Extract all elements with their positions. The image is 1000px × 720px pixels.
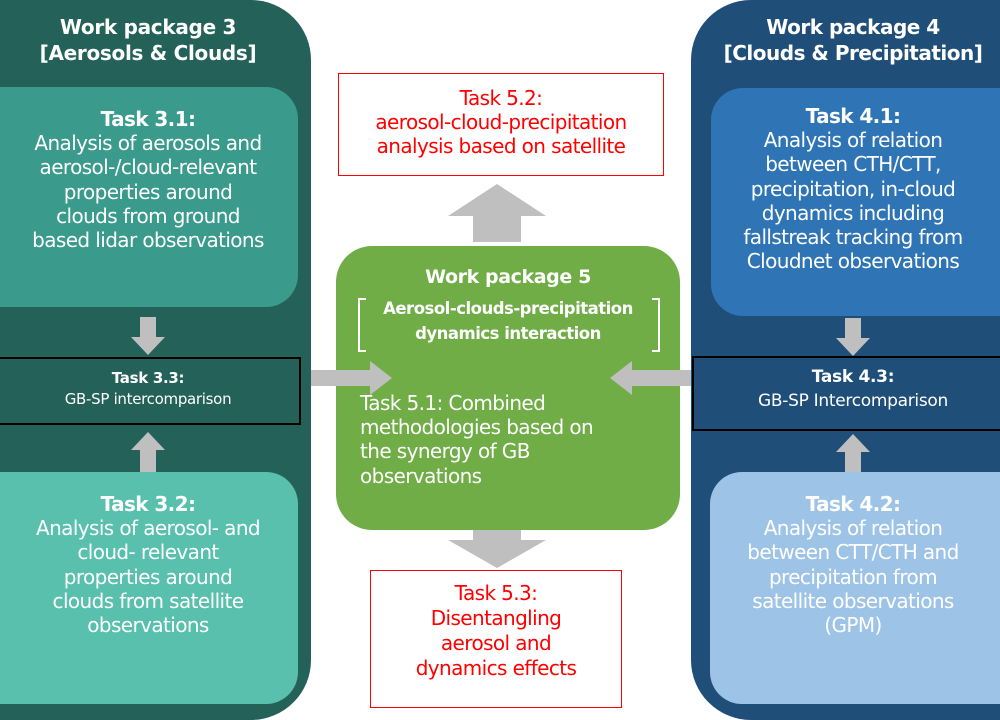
task-3-2-line: observations bbox=[87, 612, 209, 637]
task-3-2-line: clouds from satellite bbox=[52, 588, 244, 613]
arrow-up-4-2-to-4-3 bbox=[836, 434, 870, 474]
task-5-2-line: aerosol-cloud-precipitation bbox=[375, 110, 627, 135]
work-package-5-box bbox=[336, 246, 680, 530]
task-4-2-line: between CTT/CTH and bbox=[747, 540, 959, 565]
task-4-1-line: dynamics including bbox=[761, 200, 945, 225]
arrow-right-wp3-to-wp5 bbox=[311, 361, 392, 395]
work-package-3-title: Work package 3 [Aerosols & Clouds] bbox=[0, 14, 296, 66]
arrow-up-wp5-to-5-2 bbox=[448, 184, 546, 242]
wp3-title-line2: [Aerosols & Clouds] bbox=[39, 41, 257, 65]
task-3-2-heading: Task 3.2: bbox=[100, 492, 196, 516]
arrow-down-3-1-to-3-3 bbox=[131, 317, 165, 355]
task-5-3-line: Disentangling bbox=[430, 606, 562, 630]
arrow-down-wp5-to-5-3 bbox=[448, 530, 546, 568]
wp4-title-line2: [Clouds & Precipitation] bbox=[723, 41, 983, 65]
task-3-1-line: aerosol-/cloud-relevant bbox=[39, 155, 257, 180]
task-5-1-line: the synergy of GB bbox=[360, 439, 530, 464]
task-5-3-heading: Task 5.3: bbox=[454, 581, 538, 605]
wp5-subtitle-line1: Aerosol-clouds-precipitation bbox=[383, 299, 633, 318]
task-3-1-box bbox=[0, 87, 298, 307]
task-4-2-line: precipitation from bbox=[768, 564, 938, 589]
arrow-left-wp4-to-wp5 bbox=[610, 361, 691, 395]
task-3-2-line: properties around bbox=[63, 564, 233, 589]
arrow-up-3-2-to-3-3 bbox=[131, 432, 165, 472]
task-3-3-box bbox=[0, 357, 301, 425]
arrow-down-4-1-to-4-3 bbox=[836, 318, 870, 356]
task-5-2-text: Task 5.2: aerosol-cloud-precipitation an… bbox=[338, 86, 664, 159]
task-4-2-line: Analysis of relation bbox=[763, 516, 943, 541]
task-4-1-line: Cloudnet observations bbox=[746, 249, 960, 274]
work-package-4-title: Work package 4 [Clouds & Precipitation] bbox=[706, 14, 1000, 66]
task-4-3-text: Task 4.3: GB-SP Intercomparison bbox=[706, 366, 1000, 414]
task-3-1-line: Analysis of aerosols and bbox=[34, 131, 262, 156]
task-5-2-box bbox=[338, 73, 664, 176]
right-bracket-icon bbox=[652, 298, 660, 352]
task-5-1-text: Task 5.1: Combined methodologies based o… bbox=[360, 391, 670, 488]
task-4-1-line: fallstreak tracking from bbox=[743, 224, 963, 249]
task-4-3-label: GB-SP Intercomparison bbox=[758, 390, 948, 411]
task-3-2-text: Task 3.2: Analysis of aerosol- and cloud… bbox=[0, 492, 296, 637]
task-4-3-heading: Task 4.3: bbox=[811, 367, 895, 387]
task-4-1-heading: Task 4.1: bbox=[805, 104, 901, 128]
task-3-2-box bbox=[0, 472, 298, 704]
task-4-2-heading: Task 4.2: bbox=[805, 492, 901, 516]
task-4-1-line: Analysis of relation bbox=[763, 128, 943, 153]
task-3-3-label: GB-SP intercomparison bbox=[64, 390, 232, 408]
wp3-title-line1: Work package 3 bbox=[59, 15, 237, 39]
task-3-3-heading: Task 3.3: bbox=[111, 369, 185, 387]
task-5-2-line: analysis based on satellite bbox=[376, 134, 626, 159]
task-4-1-text: Task 4.1: Analysis of relation between C… bbox=[706, 104, 1000, 273]
wp5-subtitle-line2: dynamics interaction bbox=[415, 323, 601, 343]
task-5-3-line: aerosol and bbox=[440, 631, 552, 655]
task-3-1-line: clouds from ground bbox=[56, 203, 240, 228]
task-4-1-line: between CTH/CTT, bbox=[765, 152, 941, 177]
wp4-title-line1: Work package 4 bbox=[766, 15, 940, 39]
task-3-1-heading: Task 3.1: bbox=[100, 107, 196, 131]
task-3-2-line: Analysis of aerosol- and bbox=[36, 516, 261, 541]
left-bracket-icon bbox=[358, 298, 366, 352]
task-5-3-text: Task 5.3: Disentangling aerosol and dyna… bbox=[370, 581, 622, 681]
task-4-1-line: precipitation, in-cloud bbox=[750, 176, 956, 201]
task-5-3-line: dynamics effects bbox=[415, 656, 577, 680]
task-4-2-box bbox=[710, 472, 1000, 704]
task-4-2-text: Task 4.2: Analysis of relation between C… bbox=[706, 492, 1000, 637]
task-5-1-line: Task 5.1: Combined bbox=[360, 391, 546, 415]
task-4-2-line: satellite observations bbox=[752, 588, 954, 613]
task-5-1-line: observations bbox=[360, 463, 482, 488]
task-4-1-box bbox=[711, 88, 1000, 316]
task-3-1-line: properties around bbox=[63, 179, 233, 204]
task-3-1-text: Task 3.1: Analysis of aerosols and aeros… bbox=[0, 107, 296, 252]
work-package-5-title: Work package 5 bbox=[425, 266, 591, 288]
work-package-5-subtitle: Aerosol-clouds-precipitation dynamics in… bbox=[360, 297, 656, 347]
task-4-2-line: (GPM) bbox=[824, 612, 882, 637]
task-5-3-box bbox=[370, 570, 622, 708]
task-4-3-box bbox=[692, 356, 1000, 431]
task-5-1-line: methodologies based on bbox=[360, 415, 594, 440]
task-5-2-heading: Task 5.2: bbox=[459, 86, 543, 110]
task-3-3-text: Task 3.3: GB-SP intercomparison bbox=[0, 368, 296, 410]
task-3-2-line: cloud- relevant bbox=[77, 540, 219, 565]
task-3-1-line: based lidar observations bbox=[32, 227, 264, 252]
